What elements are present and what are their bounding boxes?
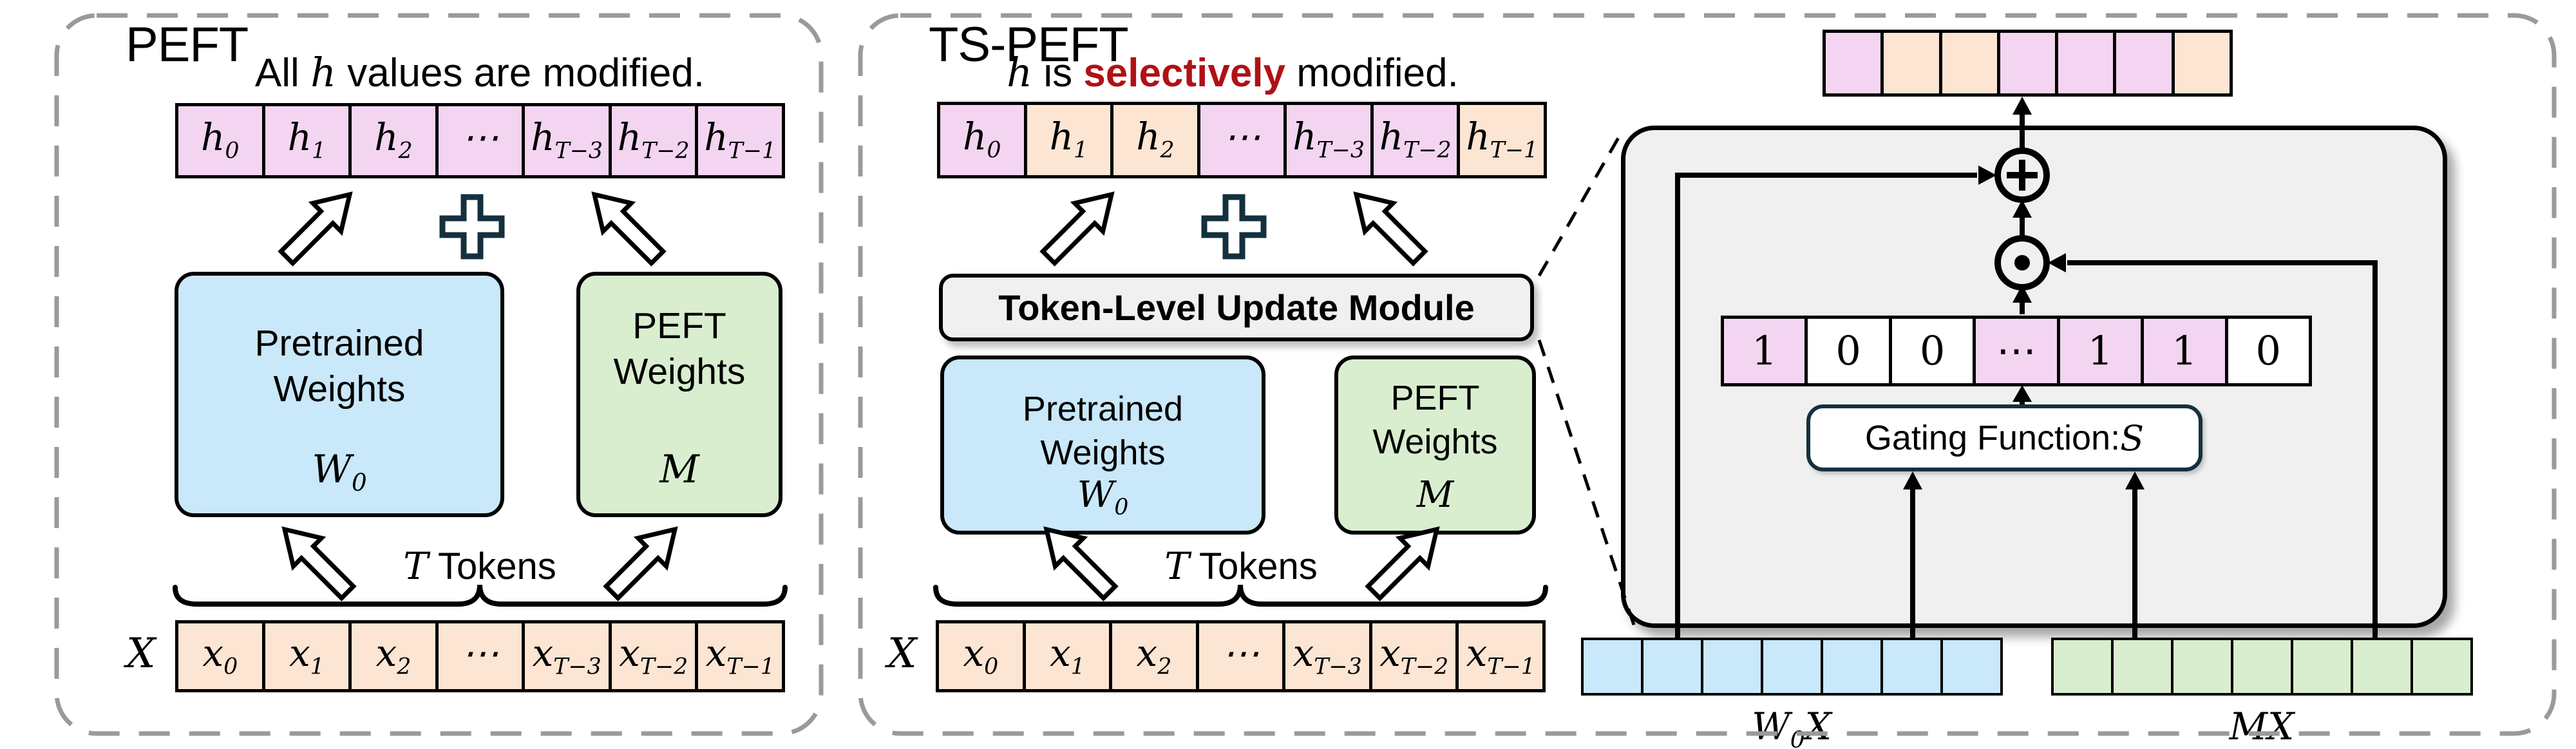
gating-function-box: Gating Function: S <box>1806 404 2202 471</box>
h-cell: hT−1 <box>1457 105 1544 175</box>
ts-x-vector-label: X <box>887 630 917 678</box>
mask-cell: 1 <box>2056 319 2141 383</box>
x-cell: x1 <box>261 623 349 689</box>
w0x-cell <box>1821 640 1880 693</box>
ts-h-row: h0 h1 h2 ⋯ hT−3 hT−2 hT−1 <box>937 102 1547 178</box>
plus-icon <box>439 194 505 260</box>
mx-cell <box>2054 640 2111 693</box>
output-cell <box>1938 33 1997 93</box>
peft-x-row: x0 x1 x2 ⋯ xT−3 xT−2 xT−1 <box>175 620 785 692</box>
ts-tokens-label: T Tokens <box>1164 544 1318 588</box>
token-level-update-module: Token-Level Update Module <box>939 274 1534 341</box>
block-arrow-icon <box>281 526 357 602</box>
mask-cell: 1 <box>1724 319 1805 383</box>
x-cell: ⋯ <box>1195 623 1283 689</box>
mx-cell <box>2111 640 2171 693</box>
w0x-cell <box>1701 640 1761 693</box>
peft-panel-title: PEFT <box>126 17 249 72</box>
h-cell: h0 <box>940 105 1024 175</box>
peft-tokens-label: T Tokens <box>403 544 556 588</box>
output-cell <box>2171 33 2230 93</box>
h-cell: ⋯ <box>1197 105 1284 175</box>
plus-icon <box>1201 194 1267 260</box>
peft-h-row: h0 h1 h2 ⋯ hT−3 hT−2 hT−1 <box>175 103 785 178</box>
mx-cell <box>2410 640 2470 693</box>
x-cell: x2 <box>1109 623 1196 689</box>
w0x-cell <box>1940 640 2000 693</box>
h-cell: h2 <box>1110 105 1197 175</box>
mask-cell: ⋯ <box>1973 319 2057 383</box>
w0x-cell <box>1761 640 1821 693</box>
peft-x-vector-label: X <box>126 630 156 678</box>
mask-cell: 1 <box>2141 319 2225 383</box>
detail-output-row <box>1823 30 2233 97</box>
mx-cell <box>2231 640 2291 693</box>
w0x-cell <box>1880 640 1940 693</box>
h-cell: hT−2 <box>1370 105 1457 175</box>
block-arrow-icon <box>1353 191 1428 267</box>
mx-label: MX <box>2229 705 2295 748</box>
ts-caption: h is selectively modified. <box>1007 49 1459 96</box>
h-cell: h2 <box>348 106 435 175</box>
mx-row <box>2051 638 2473 696</box>
binary-mask-row: 1 0 0 ⋯ 1 1 0 <box>1721 316 2312 386</box>
mx-cell <box>2351 640 2410 693</box>
block-arrow-icon <box>278 191 353 267</box>
mask-cell: 0 <box>2224 319 2309 383</box>
x-cell: xT−3 <box>522 623 609 689</box>
output-cell <box>2113 33 2172 93</box>
block-arrow-icon <box>603 526 678 602</box>
w0x-cell <box>1641 640 1701 693</box>
h-cell: hT−3 <box>1283 105 1370 175</box>
mask-cell: 0 <box>1804 319 1889 383</box>
mx-cell <box>2291 640 2351 693</box>
x-cell: xT−3 <box>1282 623 1369 689</box>
w0x-label: W0X <box>1752 705 1832 749</box>
output-cell <box>2055 33 2114 93</box>
x-cell: ⋯ <box>435 623 522 689</box>
output-cell <box>1996 33 2056 93</box>
x-cell: x0 <box>939 623 1023 689</box>
x-cell: xT−1 <box>695 623 782 689</box>
x-cell: xT−1 <box>1455 623 1543 689</box>
h-cell: hT−1 <box>695 106 782 175</box>
mx-cell <box>2171 640 2231 693</box>
h-cell: hT−3 <box>522 106 609 175</box>
m-symbol: M <box>659 447 699 493</box>
x-cell: x0 <box>178 623 262 689</box>
output-cell <box>1826 33 1881 93</box>
zoom-connector-bottom <box>1537 339 1636 627</box>
w0x-cell <box>1584 640 1641 693</box>
block-arrow-icon <box>1039 191 1115 267</box>
h-cell: h1 <box>261 106 349 175</box>
m-symbol: M <box>1416 473 1454 516</box>
output-cell <box>1880 33 1939 93</box>
block-arrow-icon <box>591 191 667 267</box>
arrowhead-icon <box>2012 97 2032 115</box>
x-cell: x2 <box>348 623 435 689</box>
ts-x-row: x0 x1 x2 ⋯ xT−3 xT−2 xT−1 <box>936 620 1546 692</box>
mask-cell: 0 <box>1888 319 1973 383</box>
h-cell: hT−2 <box>608 106 696 175</box>
x-cell: xT−2 <box>608 623 696 689</box>
w0-symbol: W0 <box>312 447 367 497</box>
peft-caption: All h values are modified. <box>254 49 705 96</box>
h-cell: h0 <box>178 106 262 175</box>
w0x-row <box>1581 638 2003 696</box>
h-cell: ⋯ <box>435 106 522 175</box>
selectively-emphasis: selectively <box>1083 51 1286 95</box>
h-cell: h1 <box>1023 105 1111 175</box>
zoom-connector-top <box>1537 129 1625 277</box>
x-cell: x1 <box>1022 623 1110 689</box>
w0-symbol: W0 <box>1077 473 1129 521</box>
x-cell: xT−2 <box>1368 623 1456 689</box>
